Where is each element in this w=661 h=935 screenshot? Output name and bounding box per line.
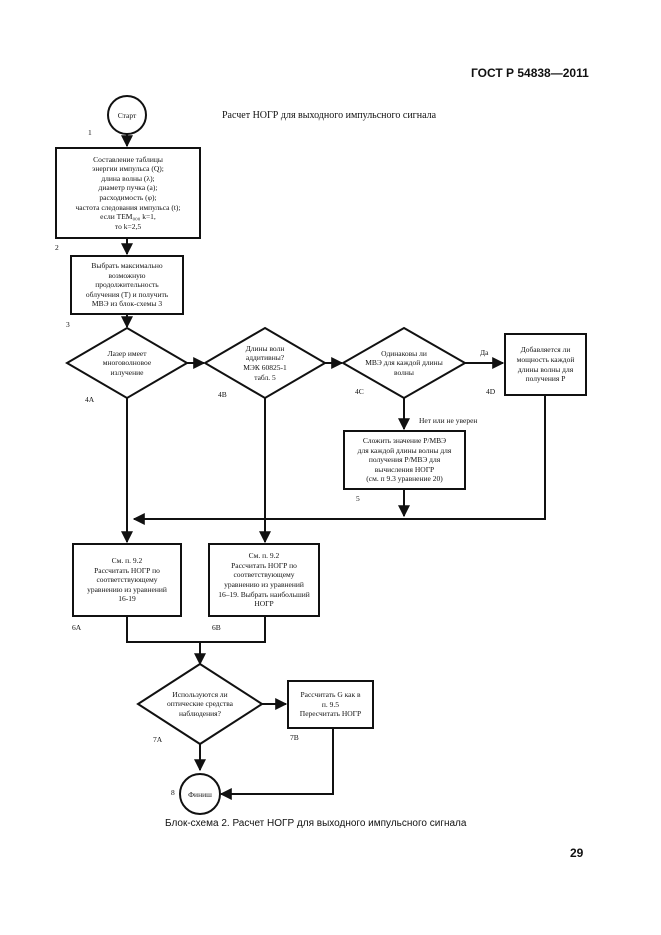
b1-line: частота следования импульса (t); — [75, 202, 181, 212]
step-label-5: 5 — [356, 494, 360, 503]
arrow-b4d-to-bus — [132, 396, 546, 525]
d4b-line: МЭК 60825-1 — [243, 363, 287, 372]
b2-line: продолжительность — [95, 280, 159, 290]
finish-label: Финиш — [188, 789, 212, 799]
step-label-4d: 4D — [486, 387, 496, 396]
d4a-line: многоволновое — [102, 358, 152, 368]
b7b-line: Пересчитать НОГР — [299, 709, 362, 719]
b6a-line: См. п. 9.2 — [111, 556, 143, 566]
b1-line: то k=2,5 — [114, 221, 142, 231]
b1-line: диаметр пучка (a); — [98, 183, 158, 193]
b1-line: длина волны (λ); — [101, 173, 155, 183]
d4b-line: аддитивны? — [245, 353, 285, 363]
b6a-line: Рассчитать НОГР по — [94, 565, 160, 575]
start-label: Старт — [117, 110, 137, 120]
step-label-4a: 4A — [85, 395, 95, 404]
step-label-4b: 4B — [218, 390, 227, 399]
b1-line: расходимость (φ); — [99, 193, 157, 202]
d4c-line: Одинаковы ли — [381, 348, 427, 358]
b6a-line: уравнению из уравнений — [87, 584, 167, 594]
decision-4a-text: Лазер имеет многоволновое излучение — [82, 342, 172, 384]
d7a-line: наблюдения? — [179, 708, 221, 718]
b5-line: (см. п 9.3 уравнение 20) — [366, 474, 443, 484]
b6a-line: соответствующему — [96, 575, 158, 585]
b7b-line: п. 9.5 — [321, 699, 340, 709]
b1-line: энергии импульса (Q); — [92, 164, 164, 174]
step-label-8: 8 — [171, 788, 175, 797]
b6a-line: 16-19 — [118, 594, 136, 604]
step-label-6b: 6B — [212, 623, 221, 632]
step-label-2: 2 — [55, 243, 59, 252]
merge-b6a — [126, 617, 200, 643]
d4b-line: Длины волн — [245, 343, 285, 353]
step-label-3: 3 — [66, 320, 70, 329]
d4a-line: Лазер имеет — [107, 348, 147, 358]
decision-4a — [65, 326, 189, 400]
b4d-line: длины волны для — [517, 364, 574, 374]
decision-4b — [203, 326, 327, 400]
decision-4b-text: Длины волн аддитивны? МЭК 60825-1 табл. … — [220, 340, 310, 386]
b4d-line: мощность каждой — [516, 354, 575, 364]
figure-caption: Блок-схема 2. Расчет НОГР для выходного … — [165, 818, 467, 829]
b6b-line: 16–19. Выбрать наибольший — [218, 589, 310, 599]
d4a-line: излучение — [110, 367, 144, 377]
b7b-line: Рассчитать G как в — [300, 690, 361, 700]
b5-line: получения P/МВЭ для — [368, 455, 441, 465]
d4c-line: МВЭ для каждой длины — [365, 358, 443, 368]
process-box-4d: Добавляется ли мощность каждой длины вол… — [504, 333, 587, 396]
d4c-line: волны — [394, 367, 414, 377]
edge-label-no-unsure: Нет или не уверен — [419, 416, 478, 425]
step-label-4c: 4C — [355, 387, 364, 396]
b6b-line: соответствующему — [233, 570, 295, 580]
step-label-7b: 7B — [290, 733, 299, 742]
standard-header: ГОСТ Р 54838—2011 — [471, 66, 589, 80]
d7a-line: оптические средства — [166, 699, 234, 709]
decision-4c-text: Одинаковы ли МВЭ для каждой длины волны — [354, 342, 454, 384]
start-terminal — [107, 95, 147, 135]
diagram-title: Расчет НОГР для выходного импульсного си… — [222, 110, 437, 121]
d4b-line: табл. 5 — [254, 372, 276, 382]
b6b-line: Рассчитать НОГР по — [231, 560, 297, 570]
b5-line: вычисления НОГР — [374, 464, 435, 474]
process-box-7b: Рассчитать G как в п. 9.5 Пересчитать НО… — [287, 680, 374, 729]
decision-4c — [340, 326, 468, 400]
b5-line: Сложить значение P/МВЭ — [362, 436, 447, 446]
decision-7a-text: Используются ли оптические средства набл… — [150, 684, 250, 724]
b4d-line: Добавляется ли — [520, 345, 571, 355]
process-box-6b: См. п. 9.2 Рассчитать НОГР по соответств… — [208, 543, 320, 617]
b1-line: если TEM₀₀₀ k=1, — [100, 212, 156, 222]
edge-label-yes: Да — [480, 348, 489, 357]
page-number: 29 — [570, 846, 584, 860]
b2-line: МВЭ из блок-схемы 3 — [91, 299, 163, 309]
b6b-line: См. п. 9.2 — [248, 551, 280, 561]
step-label-6a: 6A — [72, 623, 82, 632]
process-box-1: Составление таблицы энергии импульса (Q)… — [55, 147, 201, 239]
b2-line: облучения (T) и получить — [85, 289, 169, 299]
process-box-6a: См. п. 9.2 Рассчитать НОГР по соответств… — [72, 543, 182, 617]
merge-b6b — [200, 617, 266, 643]
step-label-1: 1 — [88, 128, 92, 137]
decision-7a — [136, 662, 264, 746]
process-box-5: Сложить значение P/МВЭ для каждой длины … — [343, 430, 466, 490]
b6b-line: уравнению из уравнений — [224, 580, 304, 589]
step-label-7a: 7A — [153, 735, 163, 744]
b4d-line: получения P — [525, 374, 566, 384]
arrow-b7b-to-finish — [219, 729, 334, 800]
b5-line: для каждой длины волны для — [357, 445, 452, 455]
process-box-2: Выбрать максимально возможную продолжите… — [70, 255, 184, 315]
d7a-line: Используются ли — [172, 689, 228, 699]
b2-line: возможную — [108, 270, 146, 280]
b6b-line: НОГР — [254, 599, 274, 609]
b2-line: Выбрать максимально — [91, 261, 163, 271]
finish-terminal — [179, 773, 221, 815]
b1-line: Составление таблицы — [93, 154, 163, 164]
